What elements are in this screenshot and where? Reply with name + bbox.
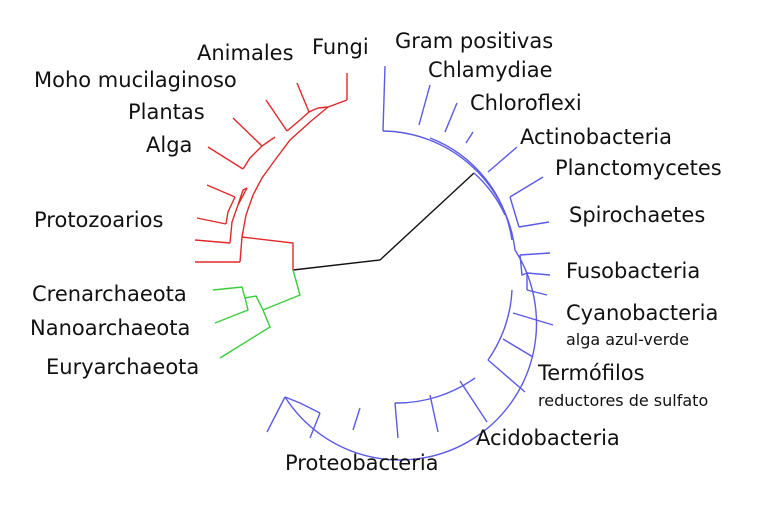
label-termofilos-sub: reductores de sulfato	[538, 391, 709, 410]
label-plantas: Plantas	[128, 100, 205, 124]
label-moho: Moho mucilaginoso	[34, 68, 237, 92]
label-chlamydiae: Chlamydiae	[428, 58, 553, 82]
label-chloroflexi: Chloroflexi	[470, 91, 582, 115]
label-nanoarchaeota: Nanoarchaeota	[30, 316, 191, 340]
label-acidobacteria: Acidobacteria	[476, 426, 620, 450]
label-termofilos: Termófilos	[538, 361, 645, 385]
root-branch	[292, 172, 475, 271]
label-crenarchaeota: Crenarchaeota	[32, 282, 187, 306]
label-planctomycetes: Planctomycetes	[555, 156, 722, 180]
archaea-clade	[212, 269, 301, 359]
label-protozoarios: Protozoarios	[34, 208, 164, 232]
label-cyanobacteria: Cyanobacteria	[566, 301, 719, 325]
label-fungi: Fungi	[312, 35, 369, 59]
label-euryarchaeota: Euryarchaeota	[46, 355, 200, 379]
eukarya-clade	[194, 73, 348, 270]
bacteria-clade	[266, 65, 554, 461]
label-animales: Animales	[197, 41, 294, 65]
label-spirochaetes: Spirochaetes	[569, 203, 706, 227]
label-proteobacteria: Proteobacteria	[285, 451, 439, 475]
label-fusobacteria: Fusobacteria	[566, 259, 701, 283]
label-cyanobacteria-sub: alga azul-verde	[566, 330, 690, 349]
label-alga: Alga	[146, 133, 193, 157]
label-gram-positivas: Gram positivas	[395, 29, 554, 53]
label-actinobacteria: Actinobacteria	[520, 125, 673, 149]
